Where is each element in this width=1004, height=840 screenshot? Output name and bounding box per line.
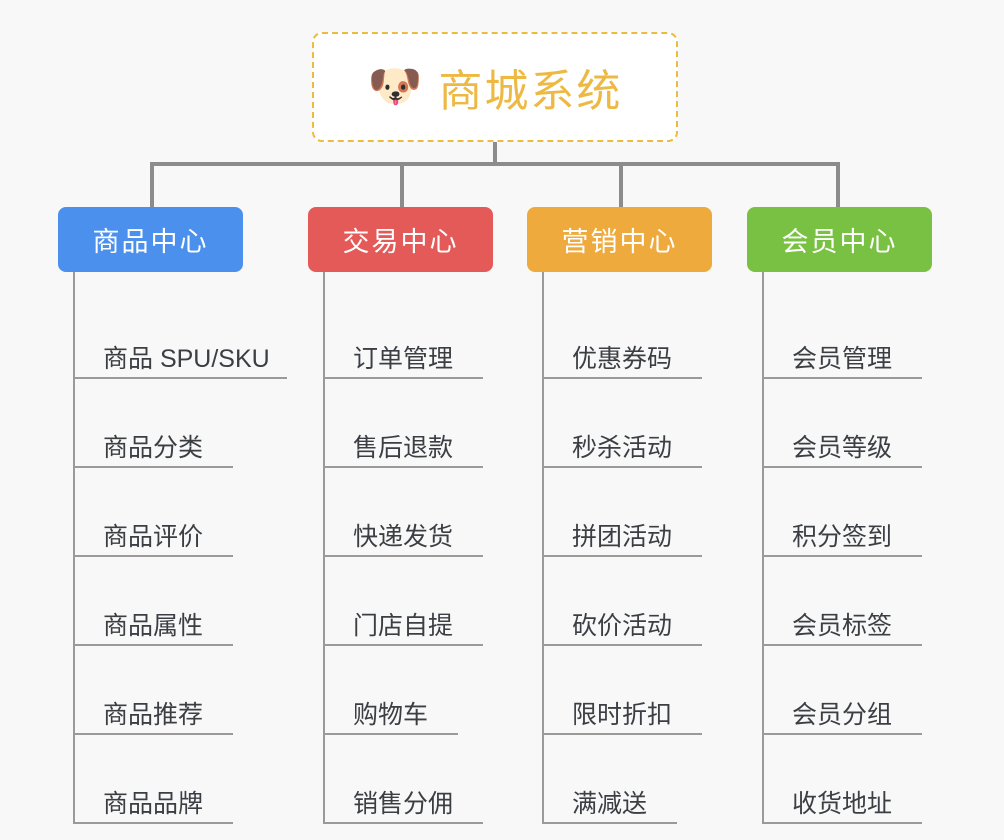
leaf-label: 拼团活动: [572, 522, 673, 551]
leaf-item[interactable]: 订单管理: [323, 290, 493, 379]
leaf-label: 秒杀活动: [572, 433, 673, 462]
leaf-item[interactable]: 满减送: [542, 735, 712, 824]
branch-marketing-center: 营销中心 优惠券码 秒杀活动 拼团活动 砍价活动 限时折扣 满减送: [527, 207, 712, 824]
leaf-item[interactable]: 销售分佣: [323, 735, 493, 824]
leaf-label: 优惠券码: [572, 344, 673, 373]
branch-trade-center: 交易中心 订单管理 售后退款 快递发货 门店自提 购物车 销售分佣: [308, 207, 493, 824]
leaf-item[interactable]: 拼团活动: [542, 468, 712, 557]
leaf-item[interactable]: 商品属性: [73, 557, 270, 646]
leaf-list-4: 会员管理 会员等级 积分签到 会员标签 会员分组 收货地址: [762, 272, 932, 824]
connector-drop-4: [836, 162, 840, 208]
branch-header-2[interactable]: 交易中心: [308, 207, 493, 272]
leaf-label: 限时折扣: [572, 700, 673, 729]
leaf-label: 商品品牌: [103, 789, 204, 818]
root-title: 商城系统: [438, 67, 623, 116]
leaf-label: 商品评价: [103, 522, 204, 551]
leaf-item[interactable]: 收货地址: [762, 735, 932, 824]
leaf-item[interactable]: 砍价活动: [542, 557, 712, 646]
leaf-item[interactable]: 购物车: [323, 646, 493, 735]
branch-header-label-1: 商品中心: [92, 227, 209, 257]
leaf-item[interactable]: 门店自提: [323, 557, 493, 646]
leaf-item[interactable]: 会员标签: [762, 557, 932, 646]
leaf-item[interactable]: 快递发货: [323, 468, 493, 557]
leaf-item[interactable]: 优惠券码: [542, 290, 712, 379]
branch-header-1[interactable]: 商品中心: [58, 207, 243, 272]
leaf-label: 门店自提: [353, 611, 454, 640]
leaf-item[interactable]: 商品 SPU/SKU: [73, 290, 287, 379]
leaf-label: 积分签到: [792, 522, 893, 551]
leaf-spine-3: [542, 272, 544, 822]
leaf-item[interactable]: 商品分类: [73, 379, 270, 468]
branch-header-3[interactable]: 营销中心: [527, 207, 712, 272]
leaf-item[interactable]: 商品品牌: [73, 735, 270, 824]
leaf-item[interactable]: 售后退款: [323, 379, 493, 468]
leaf-item[interactable]: 会员分组: [762, 646, 932, 735]
leaf-label: 快递发货: [353, 522, 454, 551]
connector-drop-3: [619, 162, 623, 208]
leaf-list-1: 商品 SPU/SKU 商品分类 商品评价 商品属性 商品推荐 商品品牌: [73, 272, 287, 824]
leaf-label: 售后退款: [353, 433, 454, 462]
leaf-label: 购物车: [353, 700, 429, 729]
connector-horizontal-bus: [150, 162, 840, 166]
leaf-label: 商品属性: [103, 611, 204, 640]
connector-drop-2: [400, 162, 404, 208]
leaf-item[interactable]: 会员管理: [762, 290, 932, 379]
shiba-dog-face-icon: 🐶: [367, 62, 423, 111]
leaf-label: 订单管理: [353, 344, 454, 373]
leaf-label: 商品 SPU/SKU: [103, 344, 270, 373]
leaf-label: 会员标签: [792, 611, 893, 640]
leaf-item[interactable]: 会员等级: [762, 379, 932, 468]
leaf-spine-4: [762, 272, 764, 822]
leaf-label: 商品分类: [103, 433, 204, 462]
leaf-label: 砍价活动: [572, 611, 673, 640]
branch-header-label-3: 营销中心: [561, 227, 678, 257]
leaf-spine-1: [73, 272, 75, 822]
leaf-label: 收货地址: [792, 789, 893, 818]
branch-product-center: 商品中心 商品 SPU/SKU 商品分类 商品评价 商品属性 商品推荐 商品品牌: [58, 207, 287, 824]
root-node[interactable]: 🐶 商城系统: [312, 32, 678, 142]
leaf-label: 满减送: [572, 789, 648, 818]
leaf-label: 商品推荐: [103, 700, 204, 729]
leaf-spine-2: [323, 272, 325, 822]
leaf-item[interactable]: 限时折扣: [542, 646, 712, 735]
leaf-label: 会员等级: [792, 433, 893, 462]
leaf-item[interactable]: 商品推荐: [73, 646, 270, 735]
branch-header-4[interactable]: 会员中心: [747, 207, 932, 272]
branch-header-label-4: 会员中心: [781, 227, 898, 257]
leaf-label: 会员管理: [792, 344, 893, 373]
connector-drop-1: [150, 162, 154, 208]
branch-header-label-2: 交易中心: [342, 227, 459, 257]
leaf-label: 会员分组: [792, 700, 893, 729]
connector-root-stem: [493, 142, 497, 165]
leaf-list-2: 订单管理 售后退款 快递发货 门店自提 购物车 销售分佣: [323, 272, 493, 824]
leaf-item[interactable]: 积分签到: [762, 468, 932, 557]
leaf-item[interactable]: 商品评价: [73, 468, 270, 557]
leaf-item[interactable]: 秒杀活动: [542, 379, 712, 468]
leaf-list-3: 优惠券码 秒杀活动 拼团活动 砍价活动 限时折扣 满减送: [542, 272, 712, 824]
leaf-label: 销售分佣: [353, 789, 454, 818]
branch-member-center: 会员中心 会员管理 会员等级 积分签到 会员标签 会员分组 收货地址: [747, 207, 932, 824]
